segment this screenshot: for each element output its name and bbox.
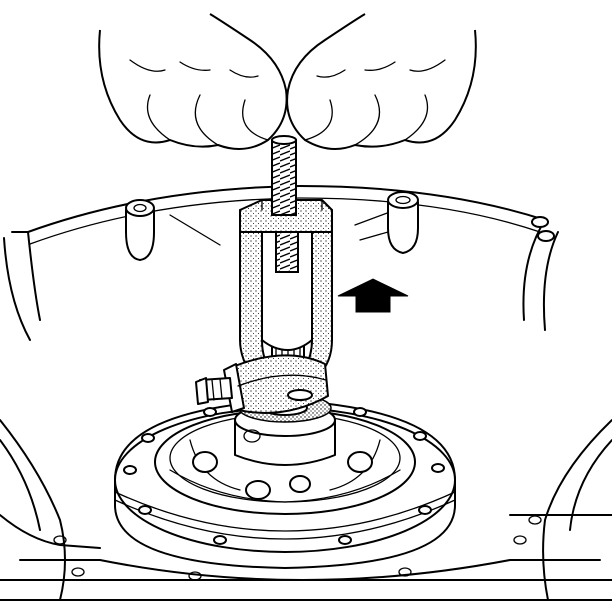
case-boss-left <box>125 199 155 261</box>
housing-bolt <box>123 407 445 545</box>
clamp-bolt <box>195 377 233 405</box>
pump-housing <box>114 393 456 569</box>
transmission-case <box>0 185 612 601</box>
case-boss-far-right <box>531 216 555 242</box>
threaded-rod <box>271 135 299 273</box>
hands <box>98 13 477 150</box>
puller-body <box>239 199 333 381</box>
puller-clamp <box>223 354 329 414</box>
direction-arrow <box>337 278 409 313</box>
flange-bolt-holes <box>53 515 542 581</box>
case-boss-right <box>387 191 419 254</box>
